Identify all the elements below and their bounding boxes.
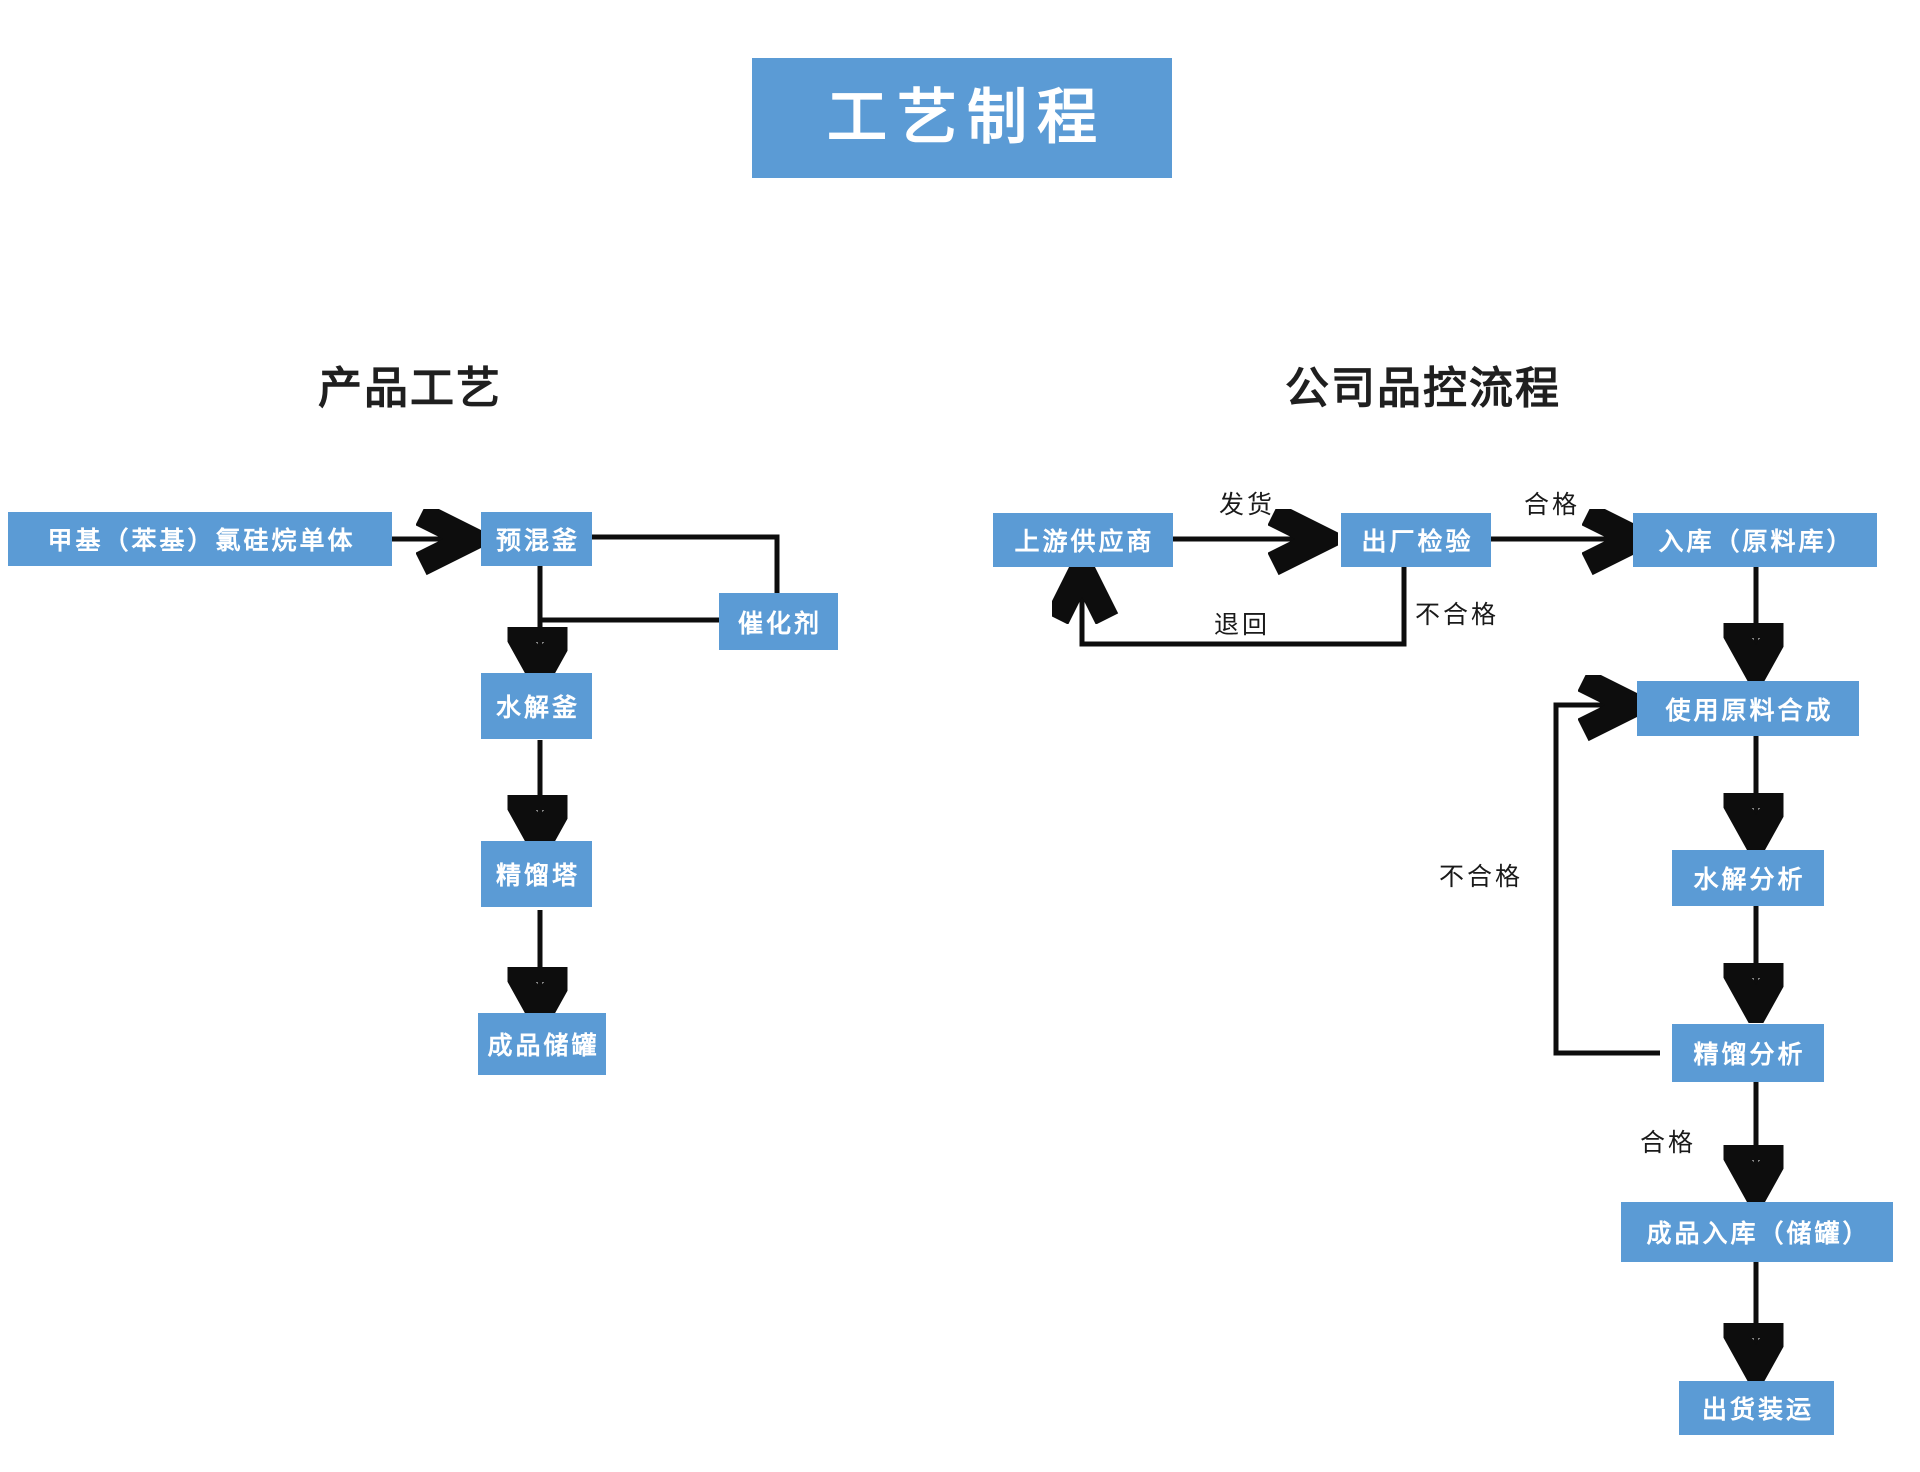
edge-distilltest-fail-synthesis [1553,705,1660,1056]
page-title: 工艺制程 [827,83,1107,153]
edge-label-pass-bottom: 合格 [1640,1128,1697,1157]
node-distillation-tower[interactable]: 精馏塔 [481,841,592,907]
node-hydrolysis[interactable]: 水解釜 [481,673,592,739]
section-heading-right: 公司品控流程 [1285,363,1561,414]
edge-label-fail-top: 不合格 [1415,600,1500,629]
node-monomer[interactable]: 甲基（苯基）氯硅烷单体 [8,512,392,566]
edge-label-return: 退回 [1214,610,1271,639]
node-distillation-analysis[interactable]: 精馏分析 [1672,1024,1824,1082]
node-shipping[interactable]: 出货装运 [1679,1381,1834,1435]
node-catalyst[interactable]: 催化剂 [719,593,838,650]
node-premix[interactable]: 预混釜 [481,512,592,566]
node-finished-warehouse[interactable]: 成品入库（储罐） [1621,1202,1893,1262]
node-factory-inspection[interactable]: 出厂检验 [1341,513,1491,567]
node-product-tank[interactable]: 成品储罐 [478,1013,606,1075]
edge-label-fail-loop: 不合格 [1439,862,1524,891]
section-heading-left: 产品工艺 [318,363,502,414]
edge-label-ship: 发货 [1219,490,1276,519]
node-warehouse-raw[interactable]: 入库（原料库） [1633,513,1877,567]
node-hydrolysis-analysis[interactable]: 水解分析 [1672,850,1824,906]
page-title-banner: 工艺制程 [752,58,1172,178]
edge-premix-catalyst [592,534,780,597]
node-synthesis[interactable]: 使用原料合成 [1637,681,1859,736]
node-supplier[interactable]: 上游供应商 [993,513,1173,567]
edge-label-pass-top: 合格 [1524,490,1581,519]
